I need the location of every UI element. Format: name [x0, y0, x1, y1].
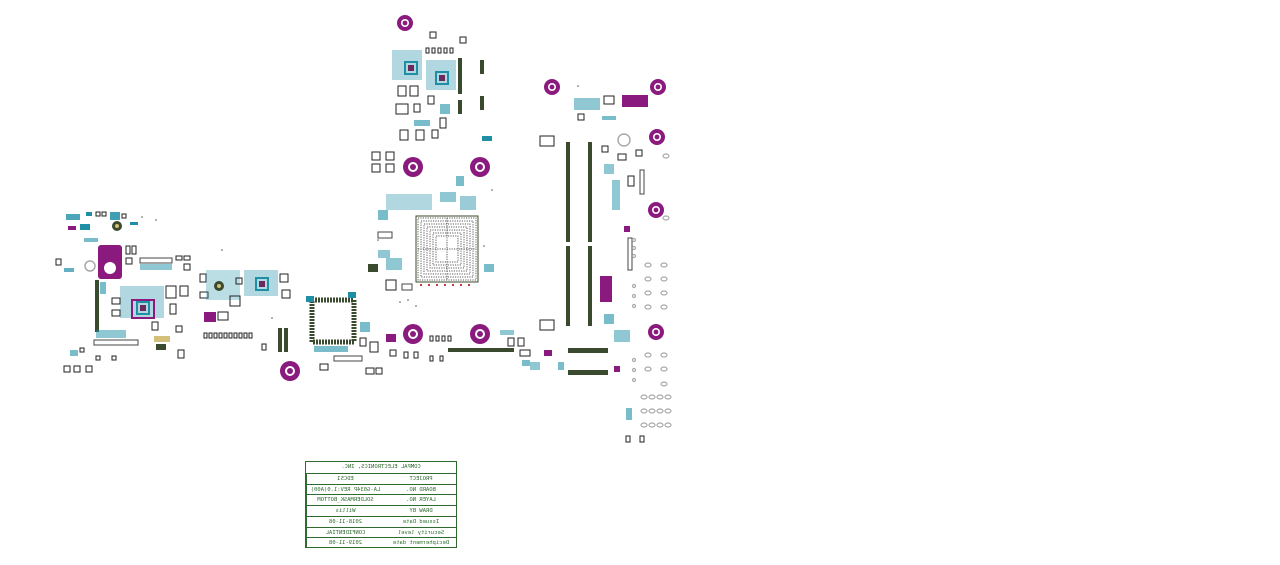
row-value: 2018-11-08	[306, 516, 384, 527]
qfp-chip	[306, 292, 383, 375]
title-block-row: LA-G034P REV:1.0(A00) BOARD NO.	[306, 483, 456, 495]
title-block-row: 2018-11-08 Issued Date	[306, 515, 456, 527]
row-label: BOARD NO.	[406, 486, 436, 493]
row-label: LAYER NO.	[406, 497, 436, 504]
row-value: SOLDERMASK_BOTTOM	[306, 495, 384, 505]
row-label: Security level	[397, 529, 445, 536]
row-value: LA-G034P REV:1.0(A00)	[306, 484, 384, 495]
right-board-section	[539, 79, 672, 443]
row-value: Willis	[306, 506, 384, 516]
company-name: COMPAL ELECTRONICS, INC.	[341, 464, 421, 470]
title-block-row: 2019-11-08 Decipherment date	[306, 537, 456, 548]
row-label: DRAW BY	[409, 508, 433, 514]
row-label: Issued Date	[402, 518, 440, 525]
lower-middle-section	[386, 324, 552, 370]
row-value: CONFIDENTIAL	[306, 527, 384, 538]
row-value: EDC51	[306, 473, 384, 484]
title-block-row: SOLDERMASK_BOTTOM LAYER NO.	[306, 494, 456, 505]
row-value: 2019-11-08	[306, 538, 384, 548]
title-block: COMPAL ELECTRONICS, INC. EDC51 PROJECT L…	[305, 461, 457, 548]
left-board-section	[55, 211, 300, 381]
title-block-row: Willis DRAW BY	[306, 505, 456, 516]
bga-processor	[415, 215, 479, 286]
scattered-vias	[141, 85, 579, 319]
row-label: PROJECT	[409, 475, 433, 482]
title-block-row: CONFIDENTIAL Security level	[306, 526, 456, 538]
row-label: Decipherment date	[392, 540, 450, 547]
title-block-company-row: COMPAL ELECTRONICS, INC.	[306, 462, 456, 473]
upper-board-section	[368, 15, 494, 291]
title-block-row: EDC51 PROJECT	[306, 472, 456, 484]
